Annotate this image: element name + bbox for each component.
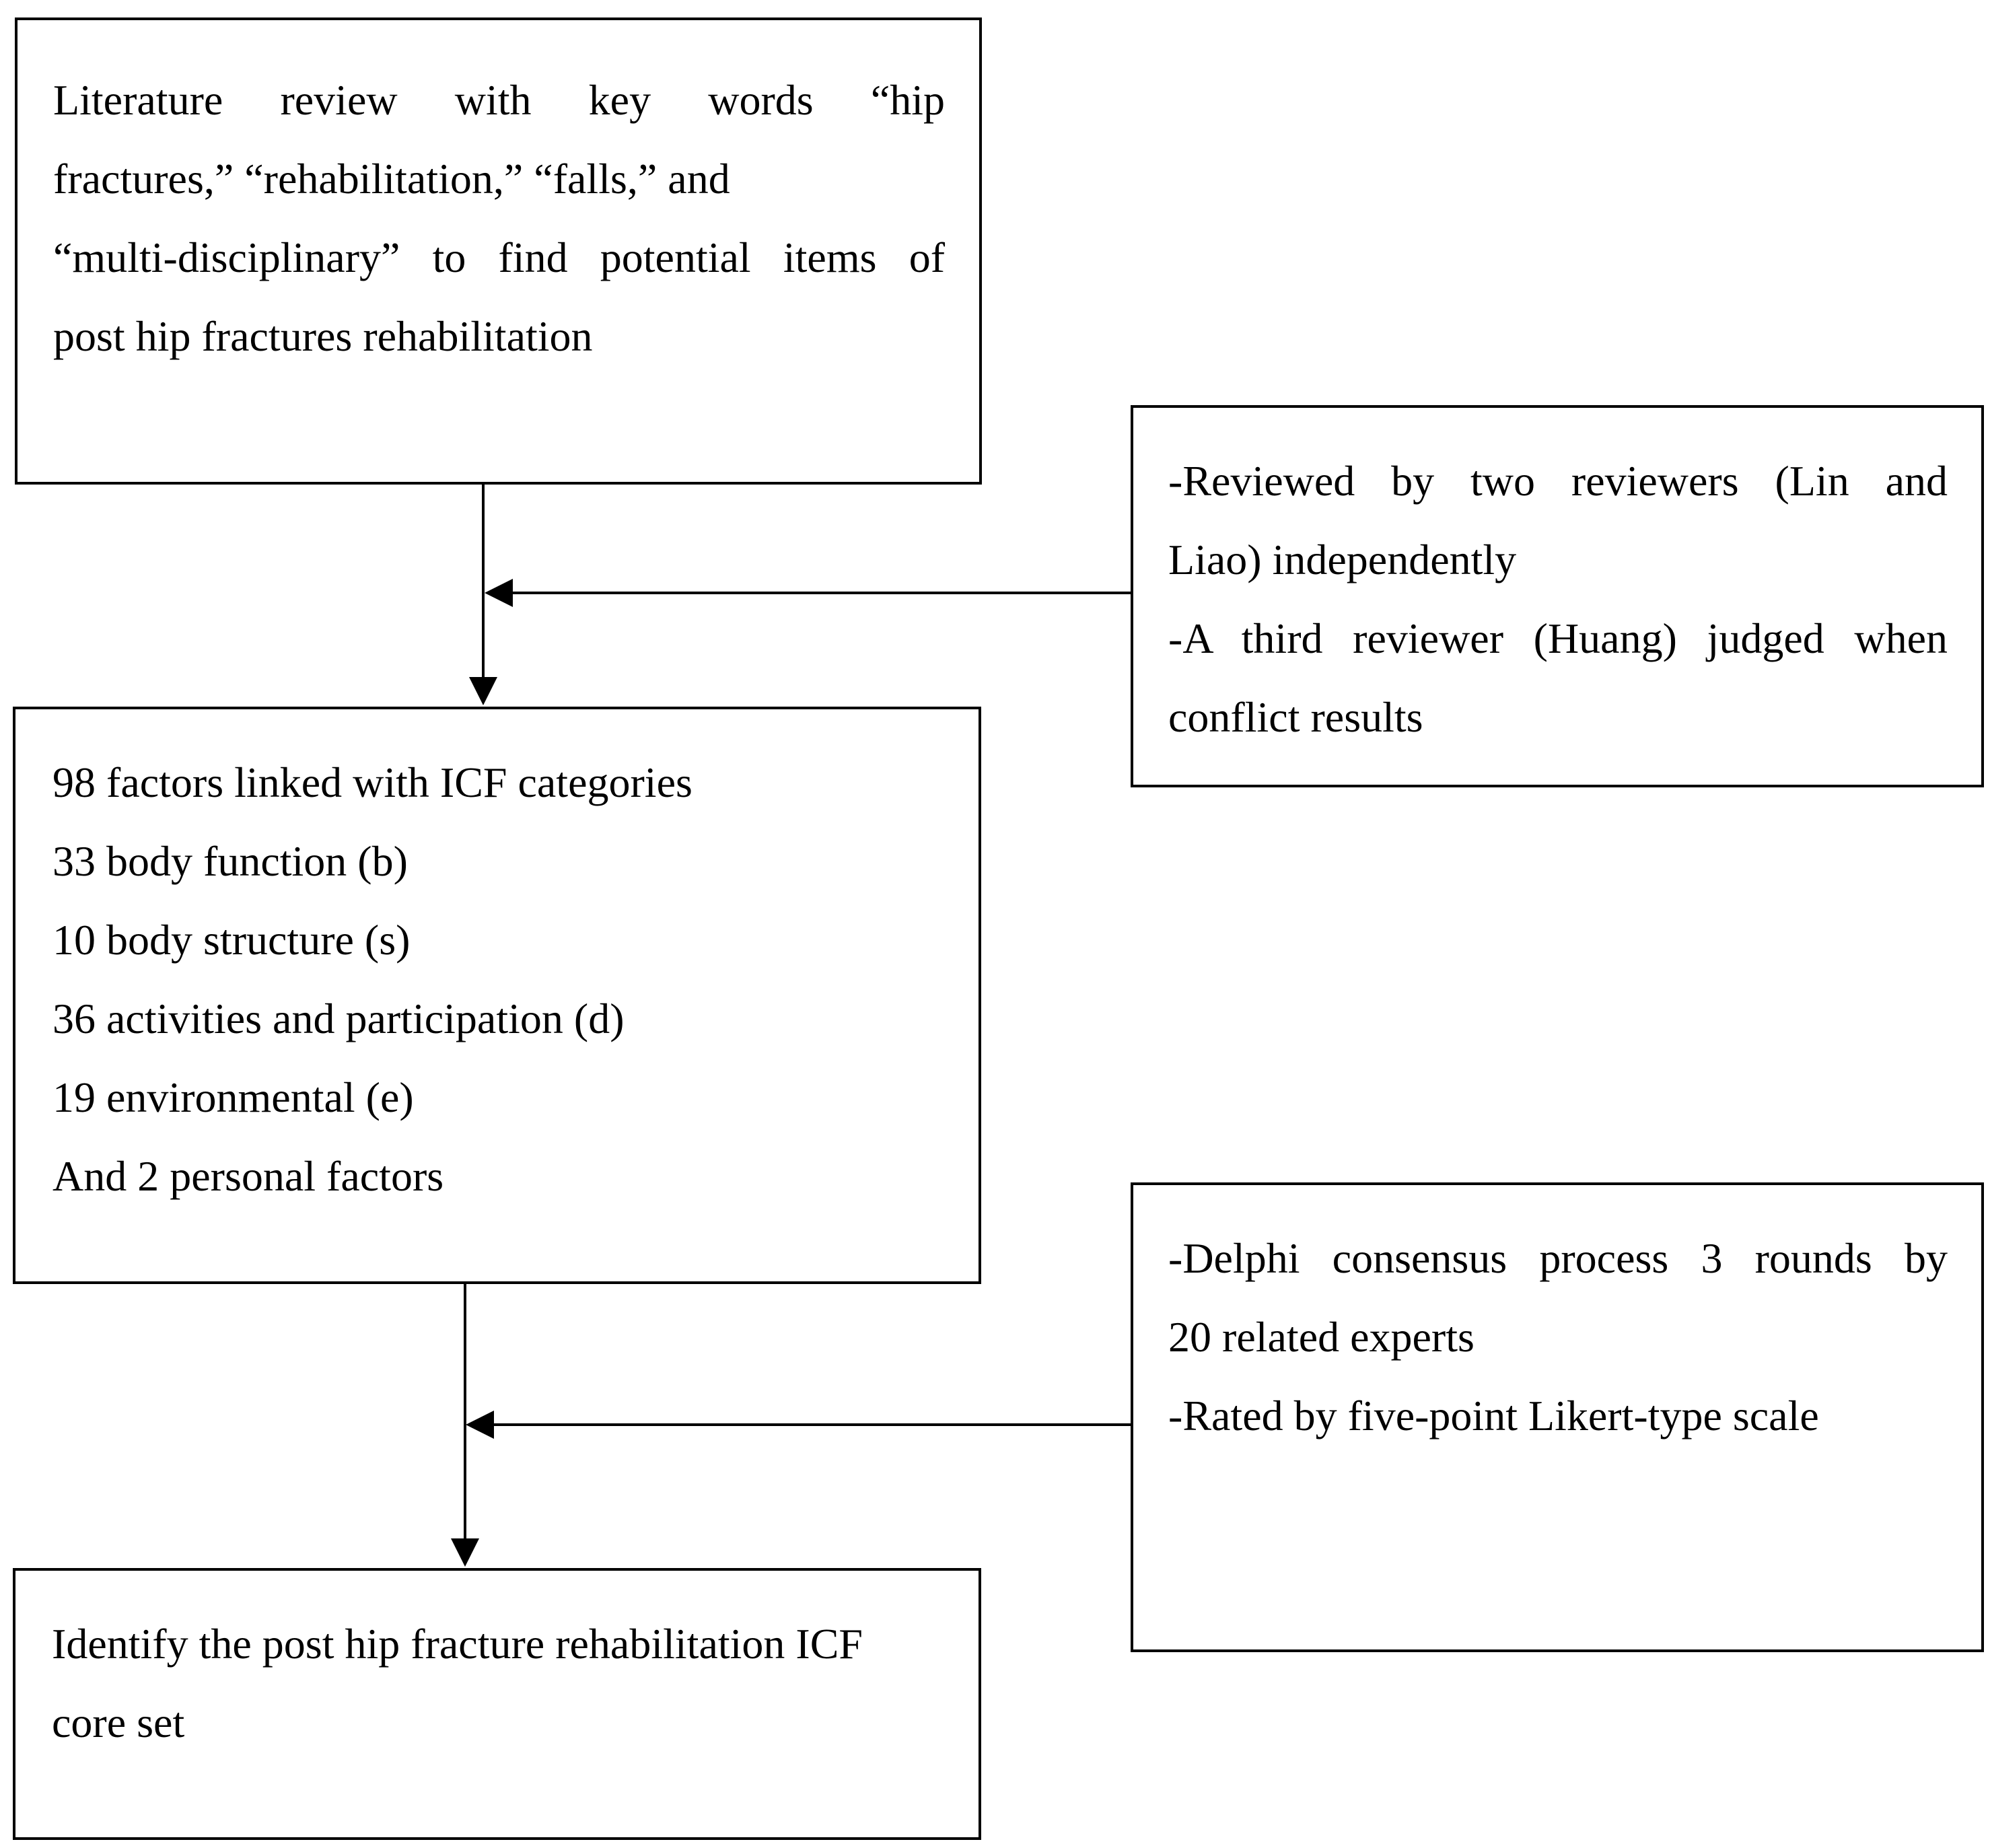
literature-review-line: “multi-disciplinary” to find potential i… <box>53 234 945 281</box>
reviewers-line: -A third reviewer (Huang) judged when <box>1168 614 1948 662</box>
reviewers-line: -Reviewed by two reviewers (Lin and <box>1168 457 1948 505</box>
delphi-line: -Rated by five-point Likert-type scale <box>1168 1392 1819 1440</box>
core-set-line: Identify the post hip fracture rehabilit… <box>52 1620 863 1668</box>
delphi-line: 20 related experts <box>1168 1313 1474 1361</box>
arrowhead-down-to-factors <box>469 677 497 705</box>
icf-factors-line: 98 factors linked with ICF categories <box>52 758 692 806</box>
arrowhead-left-from-delphi <box>466 1411 494 1439</box>
icf-factors-line: 19 environmental (e) <box>52 1073 414 1121</box>
core-set-box: Identify the post hip fracture rehabilit… <box>13 1568 981 1840</box>
core-set-line: core set <box>52 1699 185 1746</box>
icf-factors-line: 33 body function (b) <box>52 837 408 885</box>
literature-review-line: post hip fractures rehabilitation <box>53 312 593 360</box>
arrowhead-left-from-reviewers <box>485 579 513 607</box>
literature-review-box: Literature review with key words “hip fr… <box>15 17 982 485</box>
delphi-box: -Delphi consensus process 3 rounds by 20… <box>1131 1182 1984 1652</box>
reviewers-box: -Reviewed by two reviewers (Lin and Liao… <box>1131 405 1984 787</box>
arrowhead-down-to-core-set <box>451 1538 479 1567</box>
reviewers-line: conflict results <box>1168 693 1423 741</box>
literature-review-line: Literature review with key words “hip <box>53 76 945 124</box>
icf-factors-line: 36 activities and participation (d) <box>52 995 625 1042</box>
icf-factors-line: 10 body structure (s) <box>52 916 411 964</box>
reviewers-line: Liao) independently <box>1168 536 1517 583</box>
icf-factors-box: 98 factors linked with ICF categories 33… <box>13 707 981 1284</box>
delphi-line: -Delphi consensus process 3 rounds by <box>1168 1234 1948 1282</box>
literature-review-line: fractures,” “rehabilitation,” “falls,” a… <box>53 155 730 203</box>
icf-factors-line: And 2 personal factors <box>52 1152 444 1200</box>
